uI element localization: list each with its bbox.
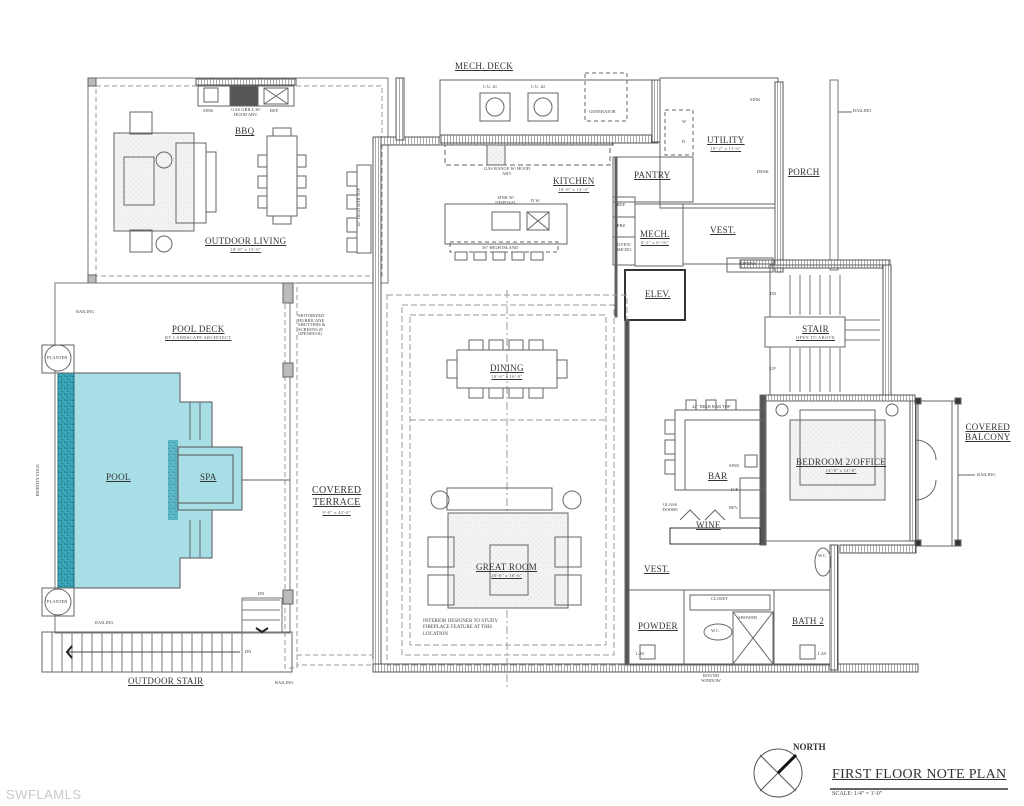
closet-label: CLOSET xyxy=(711,596,729,601)
vest-bottom-label: VEST. xyxy=(644,564,670,574)
lav-powder-label: LAV. xyxy=(636,651,646,656)
bar-top-kitchen-label: 42" HIGH BAR TOP xyxy=(356,187,362,227)
bar-top-label: 42" HIGH BAR TOP xyxy=(692,404,731,409)
bar-sink-label: SINK xyxy=(729,463,740,468)
porch-label: PORCH xyxy=(788,167,820,177)
utility-sink-label: SINK xyxy=(750,97,761,102)
outdoor-stair-dn2-label: DN xyxy=(245,649,252,654)
planter-top-label: PLANTER xyxy=(47,355,68,360)
stair-up-label: UP xyxy=(770,366,776,371)
dryer-label: D xyxy=(682,139,686,144)
dw-label: D.W. xyxy=(531,198,541,203)
pantry-label: PANTRY xyxy=(634,170,671,180)
island-label: 36" HIGH ISLAND xyxy=(482,245,519,250)
stair-dn-label: DN xyxy=(770,291,777,296)
cu2-label: C.U. #2 xyxy=(531,84,546,89)
lav-bath-label: LAV. xyxy=(818,651,828,656)
outdoor-stair-dn-label: DN xyxy=(258,591,265,596)
porch-railing-label: RAILING xyxy=(853,108,872,113)
glass-doors-label: GLASS DOORS xyxy=(662,502,678,512)
pool-label: POOL xyxy=(106,472,131,482)
watermark: SWFLAMLS xyxy=(6,787,82,802)
cu1-label: C.U. #1 xyxy=(483,84,498,89)
north-label: NORTH xyxy=(793,742,826,752)
bev-label: BEV. xyxy=(729,505,739,510)
ice-label: ICE xyxy=(731,487,739,492)
mech-label: MECH.6'-2" x 6'-10" xyxy=(640,229,670,245)
spa-label: SPA xyxy=(200,472,217,482)
ref-kitchen-label: REF. xyxy=(617,202,627,207)
sink-disposal-label: SINK W/ DISPOSAL xyxy=(495,195,517,205)
pool-railing-label: RAILING xyxy=(76,309,95,314)
bbq-label: BBQ xyxy=(235,126,255,136)
balcony-railing-label: RAILING xyxy=(977,472,996,477)
ovens-label: OVEN/ MICRO xyxy=(616,242,632,252)
wc-bath-label: W.C. xyxy=(818,553,828,558)
plan-scale: SCALE: 1/4" = 1'-0" xyxy=(832,791,883,797)
frz-label: FRZ. xyxy=(617,223,627,228)
mech-deck-label: MECH. DECK xyxy=(455,61,514,71)
wc-powder-label: W.C. xyxy=(711,628,721,633)
gas-grill-label: GAS GRILL W/ HOOD ABV. xyxy=(231,107,261,117)
bar-label: BAR xyxy=(708,471,728,481)
vest-top-label: VEST. xyxy=(710,225,736,235)
powder-label: POWDER xyxy=(638,621,678,631)
desk-label: DESK xyxy=(757,169,769,174)
outdoor-stair-label: OUTDOOR STAIR xyxy=(128,676,204,686)
terrace-railing-label: RAILING xyxy=(275,680,294,685)
shutters-note: MOTORIZED HURRICANE SHUTTERS & SCREENS (… xyxy=(298,313,326,336)
bath2-label: BATH 2 xyxy=(792,616,825,626)
shower-label: SHOWER xyxy=(738,615,757,620)
round-window-label: ROUND WINDOW xyxy=(701,673,721,683)
infinity-edge-label: INFINITY EDGE xyxy=(34,464,40,497)
outdoor-railing-label: RAILING xyxy=(95,620,114,625)
plan-title: FIRST FLOOR NOTE PLAN xyxy=(832,767,1007,782)
sink-label: SINK xyxy=(203,108,214,113)
wine-label: WINE xyxy=(696,520,721,530)
washer-label: W xyxy=(682,119,687,124)
elev-label: ELEV. xyxy=(645,289,671,299)
generator-label: GENERATOR xyxy=(589,109,616,114)
linens-label: LINENS xyxy=(740,261,756,266)
planter-bottom-label: PLANTER xyxy=(47,599,68,604)
ref-label: REF. xyxy=(270,108,280,113)
gas-range-label: GAS RANGE W/ HOOD ABV. xyxy=(483,166,531,176)
fireplace-note: INTERIOR DESIGNER TO STUDY FIREPLACE FEA… xyxy=(423,619,498,637)
